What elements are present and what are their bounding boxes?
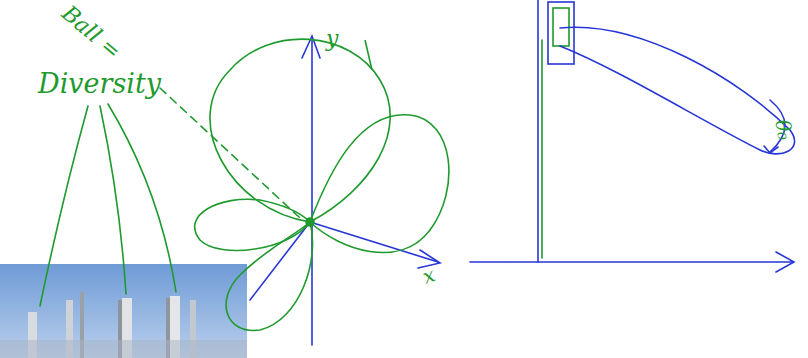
beam-sketch [470,0,795,272]
axis-label: x [420,264,437,287]
radiation-lobes [195,39,449,330]
axis-label: θ₀ [772,118,795,141]
axis-label: y [326,28,338,50]
leader-lines [40,88,300,306]
antenna-photo [0,264,247,358]
axis-label: Ball = [58,2,125,63]
axes-left [250,36,440,345]
note-label: Diversity [38,70,161,97]
